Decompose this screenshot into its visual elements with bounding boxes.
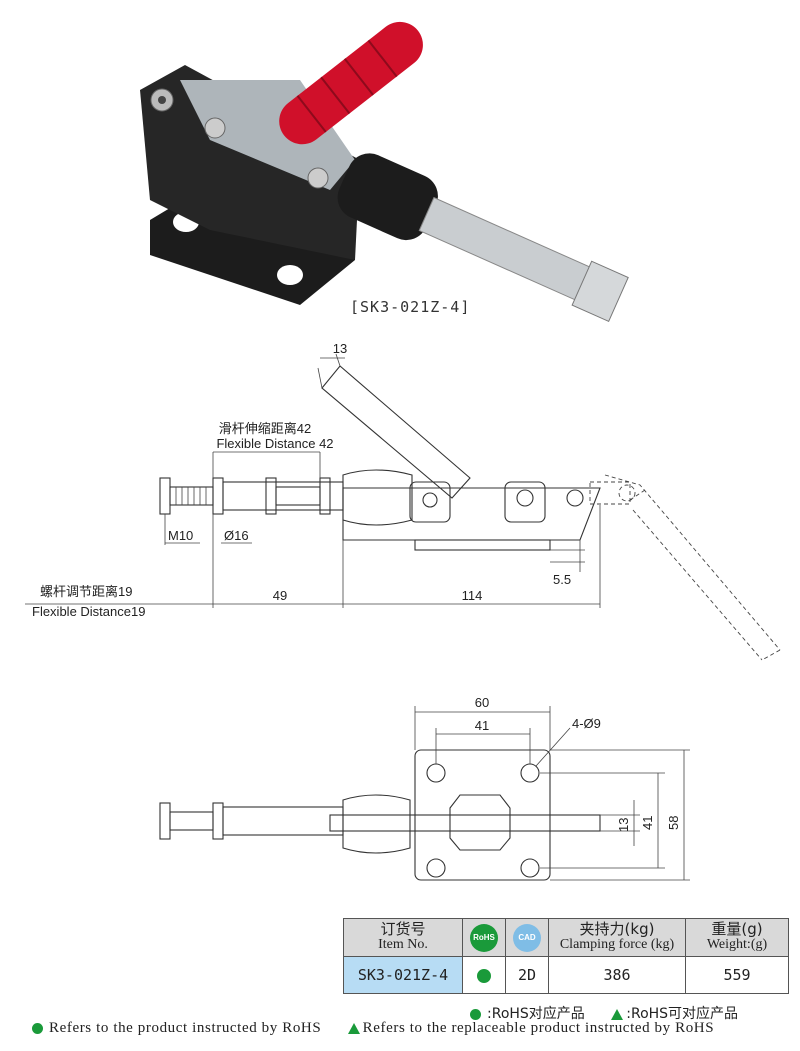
- weight-cell: 559: [685, 956, 789, 994]
- rohs-icon: RoHS: [470, 923, 498, 952]
- dim-49: 49: [273, 588, 287, 603]
- table-row: SK3-021Z-4 2D 386 559: [343, 956, 789, 994]
- header-rohs: RoHS: [462, 918, 506, 957]
- dim-114: 114: [462, 588, 483, 603]
- dim-41-horizontal: 41: [475, 718, 489, 733]
- cad-icon: CAD: [513, 923, 541, 952]
- product-code-caption: [SK3-021Z-4]: [350, 298, 471, 316]
- dim-13-handle: 13: [333, 341, 347, 356]
- header-item-no: 订货号 Item No.: [343, 918, 463, 957]
- legend-cn: :RoHS对应产品 :RoHS可对应产品: [470, 1003, 760, 1023]
- legend-en: Refers to the product instructed by RoHS…: [32, 1020, 714, 1037]
- hole-spec: 4-Ø9: [572, 716, 601, 731]
- product-photo: [140, 21, 629, 323]
- cad-cell: 2D: [505, 956, 549, 994]
- rod-diameter: Ø16: [224, 528, 249, 543]
- force-cell: 386: [548, 956, 686, 994]
- dim-60: 60: [475, 695, 489, 710]
- screw-distance-label-cn: 螺杆调节距离19: [40, 584, 132, 599]
- dim-58: 58: [666, 816, 681, 830]
- green-triangle-icon: [611, 1008, 624, 1020]
- dim-13-top: 13: [616, 818, 631, 832]
- green-dot-icon: [470, 1008, 481, 1020]
- spec-table: 订货号 Item No. RoHS CAD 夹持力(kg) Clamping f…: [343, 918, 789, 994]
- dim-5-5: 5.5: [553, 572, 571, 587]
- rohs-dot-icon: [477, 968, 491, 983]
- slide-distance-label-en: Flexible Distance 42: [216, 436, 333, 451]
- screw-distance-label-en: Flexible Distance19: [32, 604, 145, 619]
- green-dot-icon: [32, 1023, 43, 1035]
- dim-41-vertical: 41: [640, 816, 655, 830]
- header-clamping-force: 夹持力(kg) Clamping force (kg): [548, 918, 686, 957]
- green-triangle-icon: [347, 1023, 360, 1035]
- slide-distance-label-cn: 滑杆伸缩距离42: [219, 421, 311, 436]
- side-view-drawing: 13 滑杆伸缩距离42 Flexible Distance 42 M10 Ø16…: [25, 341, 781, 661]
- table-header-row: 订货号 Item No. RoHS CAD 夹持力(kg) Clamping f…: [343, 918, 789, 957]
- top-view-drawing: 60 41 4-Ø9 13 41 58: [159, 695, 690, 881]
- thread-size: M10: [168, 528, 193, 543]
- header-cad: CAD: [505, 918, 549, 957]
- rohs-cell: [462, 956, 506, 994]
- header-weight: 重量(g) Weight:(g): [685, 918, 789, 957]
- item-no-cell: SK3-021Z-4: [343, 956, 463, 994]
